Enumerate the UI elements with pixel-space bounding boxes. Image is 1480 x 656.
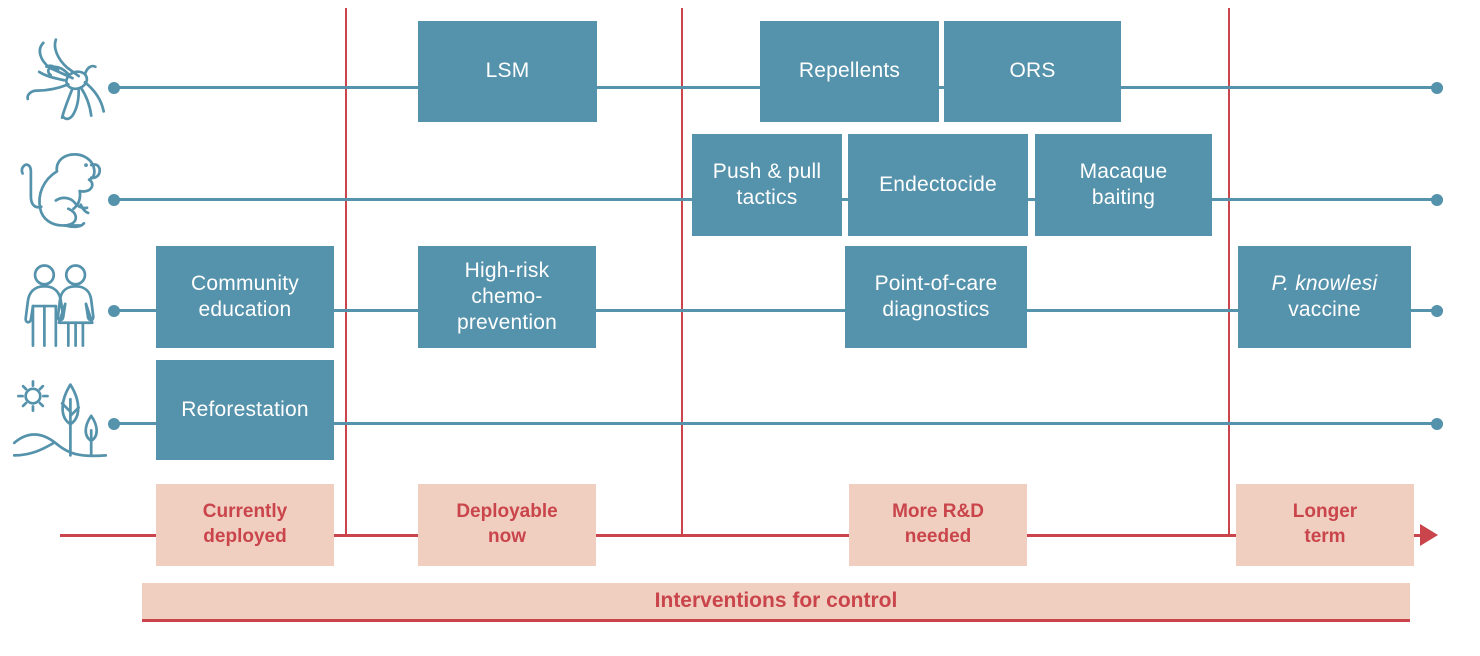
landscape-icon xyxy=(8,368,112,472)
phase-label-line1: Deployable xyxy=(456,501,558,523)
phase-label-line1: Currently xyxy=(202,501,288,523)
row-rail-people xyxy=(114,309,1443,312)
intervention-point-of-care-diagnostics[interactable]: Point-of-care diagnostics xyxy=(845,246,1027,348)
intervention-label: LSM xyxy=(485,59,530,83)
phase-longer-term[interactable]: Longer term xyxy=(1236,484,1414,566)
intervention-push-pull-tactics[interactable]: Push & pull tactics xyxy=(692,134,842,236)
intervention-label-line3: prevention xyxy=(456,311,558,335)
phase-currently-deployed[interactable]: Currently deployed xyxy=(156,484,334,566)
intervention-macaque-baiting[interactable]: Macaque baiting xyxy=(1035,134,1212,236)
row-end-dot-mosquito xyxy=(1431,82,1443,94)
intervention-lsm[interactable]: LSM xyxy=(418,21,597,122)
mosquito-icon xyxy=(8,22,112,126)
intervention-label-line2: baiting xyxy=(1091,186,1156,209)
intervention-label: Endectocide xyxy=(879,172,997,196)
intervention-label-line1: Push & pull xyxy=(712,159,822,183)
row-end-dot-people xyxy=(1431,305,1443,317)
intervention-label-line2: education xyxy=(198,298,292,321)
intervention-reforestation[interactable]: Reforestation xyxy=(156,360,334,460)
row-end-dot-macaque xyxy=(1431,194,1443,206)
timeline-axis xyxy=(60,534,1422,537)
footer-banner-label: Interventions for control xyxy=(654,589,898,612)
intervention-endectocide[interactable]: Endectocide xyxy=(848,134,1028,236)
row-rail-landscape xyxy=(114,422,1443,425)
phase-label-line1: Longer xyxy=(1292,501,1358,523)
phase-label-line2: term xyxy=(1304,526,1346,547)
intervention-label-line2: vaccine xyxy=(1288,298,1361,321)
phase-separator-3 xyxy=(1228,8,1230,537)
macaque-icon xyxy=(8,136,112,240)
phase-deployable-now[interactable]: Deployable now xyxy=(418,484,596,566)
phase-label-line2: needed xyxy=(904,526,972,547)
phase-label-line2: now xyxy=(488,526,526,547)
footer-banner: Interventions for control xyxy=(142,583,1410,619)
phase-more-rd-needed[interactable]: More R&D needed xyxy=(849,484,1027,566)
intervention-label: Repellents xyxy=(798,59,901,83)
intervention-label-line1: Macaque xyxy=(1079,159,1168,183)
intervention-community-education[interactable]: Community education xyxy=(156,246,334,348)
phase-label-line1: More R&D xyxy=(892,501,984,523)
phase-label-line2: deployed xyxy=(203,526,287,547)
timeline-arrow-icon xyxy=(1420,524,1438,546)
people-icon xyxy=(8,252,112,356)
intervention-label-line1: High-risk xyxy=(464,258,550,282)
intervention-label-line1: Community xyxy=(191,271,299,295)
intervention-label-line1: P. knowlesi xyxy=(1271,271,1378,295)
intervention-label-line2: diagnostics xyxy=(882,298,990,321)
row-end-dot-landscape xyxy=(1431,418,1443,430)
intervention-label-line2: tactics xyxy=(736,186,798,209)
intervention-high-risk-chemoprevention[interactable]: High-risk chemo- prevention xyxy=(418,246,596,348)
phase-separator-1 xyxy=(345,8,347,537)
intervention-repellents[interactable]: Repellents xyxy=(760,21,939,122)
intervention-label-line2: chemo- xyxy=(471,284,543,308)
intervention-p-knowlesi-vaccine[interactable]: P. knowlesi vaccine xyxy=(1238,246,1411,348)
intervention-label: ORS xyxy=(1009,59,1056,83)
intervention-label: Reforestation xyxy=(181,397,309,421)
intervention-label-line1: Point-of-care xyxy=(874,271,998,295)
footer-banner-underline xyxy=(142,619,1410,622)
phase-separator-2 xyxy=(681,8,683,537)
intervention-ors[interactable]: ORS xyxy=(944,21,1121,122)
